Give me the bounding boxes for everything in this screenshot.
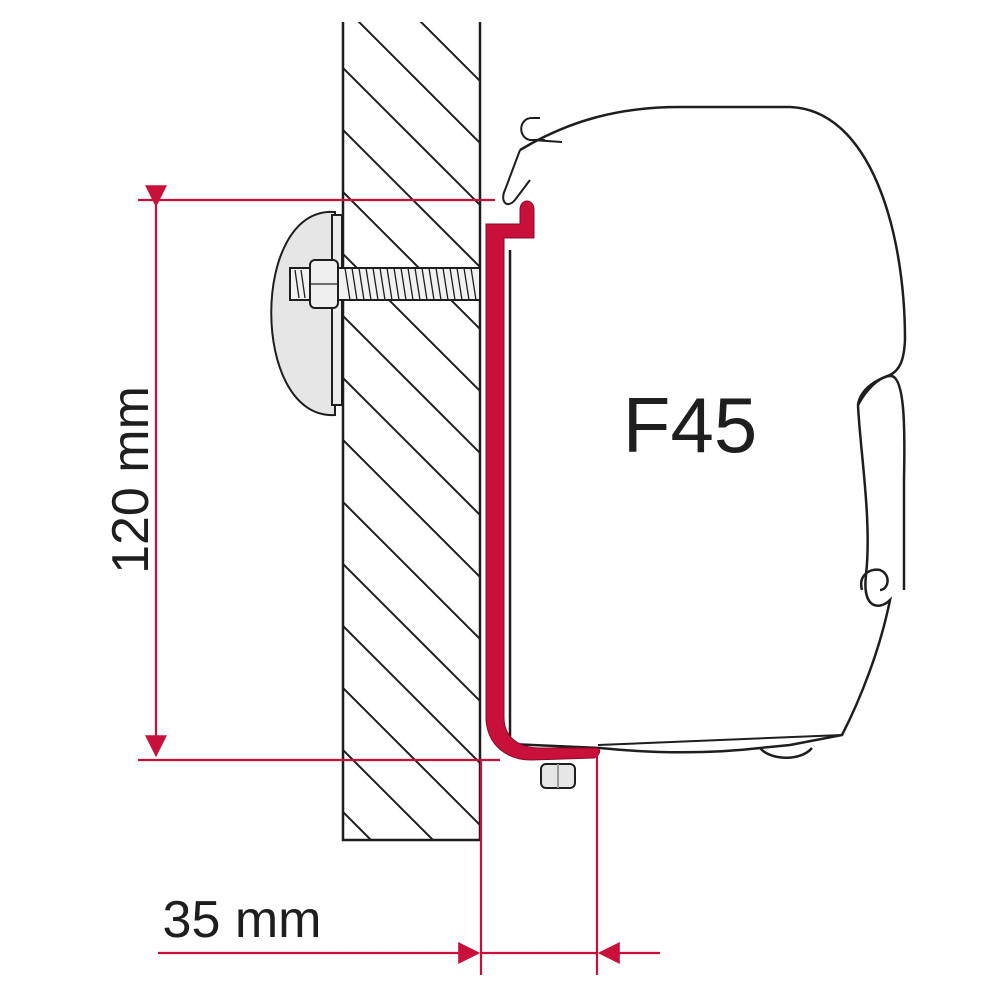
height-dimension-label: 120 mm (102, 386, 160, 574)
backing-plate (270, 210, 336, 417)
lower-screw (540, 763, 576, 789)
offset-dimension-label: 35 mm (163, 891, 322, 949)
wall-section (341, 22, 482, 842)
washer (331, 214, 343, 406)
dimension-lines (138, 185, 660, 975)
awning-housing (502, 105, 907, 759)
adapter-bracket (485, 200, 601, 761)
model-label: F45 (623, 381, 757, 469)
bolt-assembly (270, 210, 481, 417)
